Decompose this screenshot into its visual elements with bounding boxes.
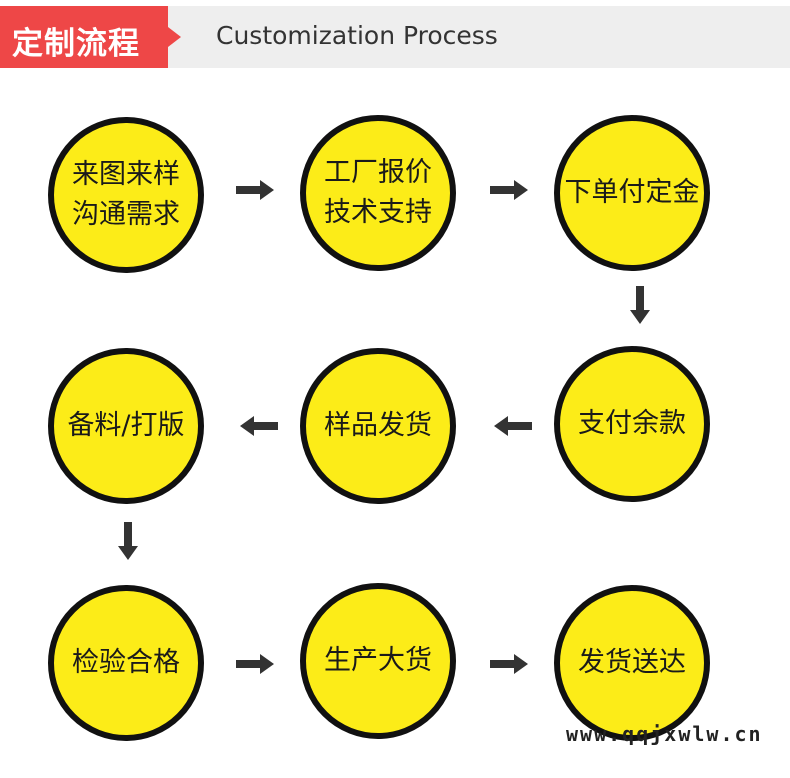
arrow-right-4-icon [490, 654, 528, 674]
step-6-circle: 备料/打版 [48, 348, 204, 504]
step-8-circle: 生产大货 [300, 583, 456, 739]
step-3-line-1: 下单付定金 [564, 177, 700, 208]
title-en: Customization Process [216, 21, 498, 50]
step-1-circle: 来图来样 沟通需求 [48, 117, 204, 273]
title-badge: 定制流程 [0, 6, 168, 68]
title-zh: 定制流程 [12, 26, 140, 62]
step-2-circle: 工厂报价 技术支持 [300, 115, 456, 271]
step-4-line-1: 支付余款 [578, 408, 686, 439]
step-2-line-2: 技术支持 [324, 197, 432, 228]
header-bar: 定制流程 Customization Process [0, 6, 790, 68]
step-1-line-2: 沟通需求 [72, 199, 180, 230]
watermark-text: www.qqjxwlw.cn [566, 722, 763, 746]
step-9-circle: 发货送达 [554, 585, 710, 741]
arrow-left-2-icon [240, 416, 278, 436]
arrow-right-2-icon [490, 180, 528, 200]
step-6-line-1: 备料/打版 [67, 410, 185, 441]
arrow-left-1-icon [494, 416, 532, 436]
step-7-circle: 检验合格 [48, 585, 204, 741]
step-4-circle: 支付余款 [554, 346, 710, 502]
step-8-line-1: 生产大货 [324, 645, 432, 676]
arrow-right-3-icon [236, 654, 274, 674]
arrow-down-1-icon [630, 286, 650, 324]
step-1-line-1: 来图来样 [72, 159, 180, 190]
step-7-line-1: 检验合格 [72, 647, 180, 678]
step-5-line-1: 样品发货 [324, 410, 432, 441]
step-3-circle: 下单付定金 [554, 115, 710, 271]
arrow-down-2-icon [118, 522, 138, 560]
step-9-line-1: 发货送达 [578, 647, 686, 678]
arrow-right-1-icon [236, 180, 274, 200]
step-2-line-1: 工厂报价 [324, 157, 432, 188]
step-5-circle: 样品发货 [300, 348, 456, 504]
badge-pointer [168, 27, 181, 47]
